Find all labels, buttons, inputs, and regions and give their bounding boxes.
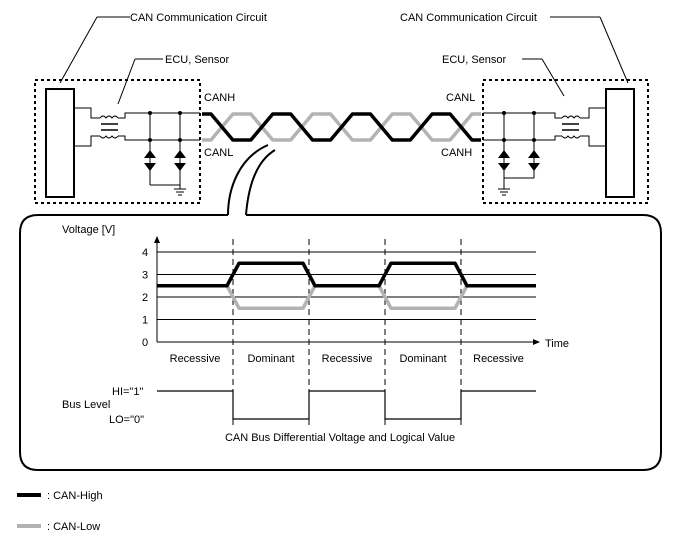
junction-dot — [178, 138, 182, 142]
y-tick-labels: 4 3 2 1 0 — [142, 247, 148, 349]
y-axis-label: Voltage [V] — [62, 224, 115, 236]
canh-wire — [202, 112, 481, 142]
diode-icon — [498, 163, 510, 171]
callout-panel — [19, 214, 662, 471]
junction-dot — [532, 138, 536, 142]
canh-left-label: CANH — [204, 92, 235, 104]
state-label: Dominant — [247, 353, 294, 365]
signal-traces — [157, 261, 536, 310]
leader-line — [541, 58, 565, 97]
y-axis-arrow-icon — [154, 236, 160, 243]
bus-level-label: Bus Level — [62, 399, 110, 411]
junction-dot — [532, 111, 536, 115]
diode-icon — [528, 150, 540, 158]
state-label: Dominant — [399, 353, 446, 365]
callout-pointer — [227, 144, 269, 216]
y-tick-label: 1 — [142, 315, 148, 327]
junction-dot — [502, 138, 506, 142]
diode-icon — [144, 150, 156, 158]
comm-circuit-right-label: CAN Communication Circuit — [400, 12, 537, 24]
legend-can-low-label: : CAN-Low — [47, 521, 100, 533]
junction-dot — [502, 111, 506, 115]
canh-right-label: CANH — [441, 147, 472, 159]
diode-icon — [174, 163, 186, 171]
ecu-right-label: ECU, Sensor — [442, 54, 507, 66]
y-tick-label: 4 — [142, 247, 148, 259]
lo-label: LO="0" — [109, 414, 144, 426]
leader-line — [117, 58, 136, 105]
diode-icon — [528, 163, 540, 171]
state-dividers — [232, 239, 462, 425]
canl-left-label: CANL — [204, 147, 233, 159]
junction-dot — [148, 111, 152, 115]
legend-can-high-label: : CAN-High — [47, 490, 103, 502]
state-label: Recessive — [473, 353, 524, 365]
diode-icon — [174, 150, 186, 158]
leader-line — [59, 16, 98, 84]
state-label: Recessive — [170, 353, 221, 365]
ecu-left-label: ECU, Sensor — [165, 54, 230, 66]
diode-icon — [144, 163, 156, 171]
bus-level-line — [157, 390, 536, 420]
comm-circuit-left-label: CAN Communication Circuit — [130, 12, 267, 24]
state-labels: Recessive Dominant Recessive Dominant Recess… — [170, 353, 524, 365]
chart-grid — [157, 251, 536, 320]
controller-block-left — [45, 88, 75, 198]
canl-right-label: CANL — [446, 92, 475, 104]
controller-block-right — [605, 88, 635, 198]
leader-line — [599, 16, 629, 84]
x-axis-label: Time — [545, 338, 569, 350]
x-axis-arrow-icon — [533, 339, 540, 345]
junction-dot — [178, 111, 182, 115]
y-tick-label: 3 — [142, 270, 148, 282]
twisted-pair — [202, 112, 481, 142]
diode-icon — [498, 150, 510, 158]
chart-caption: CAN Bus Differential Voltage and Logical… — [225, 432, 455, 444]
junction-dot — [148, 138, 152, 142]
right-transceiver-circuit — [483, 107, 606, 196]
can-high-series — [157, 261, 536, 288]
left-transceiver-circuit — [74, 107, 200, 196]
y-tick-label: 0 — [142, 337, 148, 349]
callout-pointer — [245, 149, 276, 216]
state-label: Recessive — [322, 353, 373, 365]
y-tick-label: 2 — [142, 292, 148, 304]
hi-label: HI="1" — [112, 386, 143, 398]
